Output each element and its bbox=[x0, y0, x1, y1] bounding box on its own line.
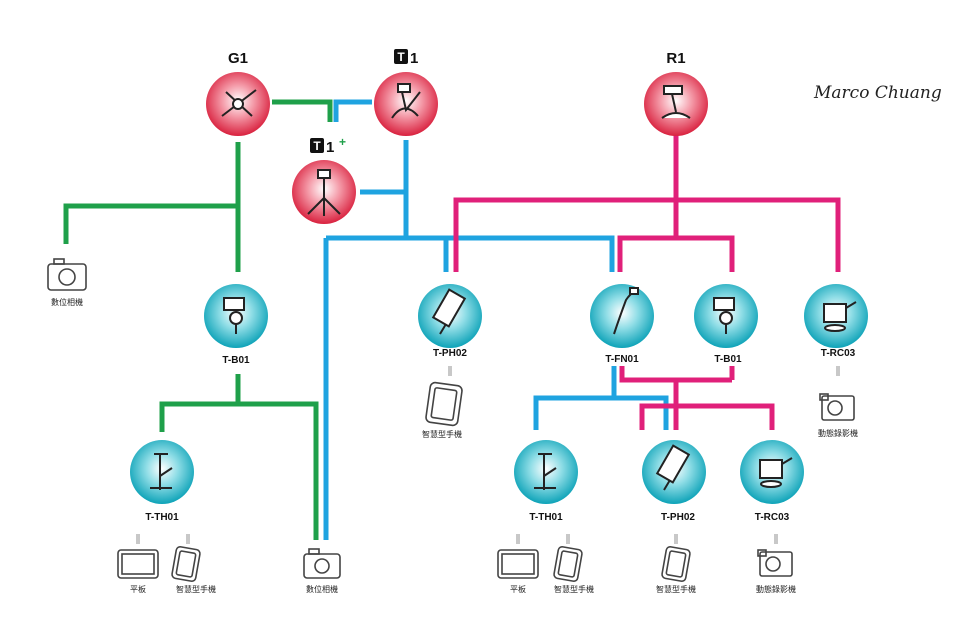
t1-to-g1-link bbox=[333, 99, 372, 122]
suction-mount-icon bbox=[661, 85, 691, 119]
device-tablet-left: 平板 bbox=[117, 549, 159, 594]
device-phone-bottom: 智慧型手機 bbox=[656, 545, 696, 594]
svg-text:平板: 平板 bbox=[130, 584, 146, 594]
camcorder-mount-icon bbox=[759, 457, 793, 488]
t1plus-badge bbox=[310, 138, 324, 153]
smartphone-icon bbox=[661, 545, 691, 583]
mount-tth01-right[interactable]: T-TH01 bbox=[514, 440, 578, 523]
tb01-to-camera-bottom bbox=[238, 401, 319, 540]
mount-tb01-left[interactable]: T-B01 bbox=[204, 284, 268, 366]
device-phone-mid: 智慧型手機 bbox=[422, 381, 463, 439]
phone-holder-icon bbox=[655, 444, 691, 491]
mount-tth01-left[interactable]: T-TH01 bbox=[130, 440, 194, 523]
camcorder-icon bbox=[819, 393, 855, 421]
node-r1[interactable]: R1 bbox=[644, 50, 708, 136]
tfn01-to-tph02-bottom bbox=[614, 395, 669, 430]
r1-label: R1 bbox=[666, 50, 685, 67]
svg-text:T-FN01: T-FN01 bbox=[605, 354, 639, 365]
device-camcorder-right: 動態錄影機 bbox=[818, 393, 858, 438]
camcorder-icon bbox=[757, 549, 793, 577]
svg-text:T: T bbox=[397, 50, 405, 64]
svg-text:T-B01: T-B01 bbox=[714, 354, 742, 365]
svg-text:T: T bbox=[313, 139, 321, 153]
green-lines bbox=[63, 99, 333, 540]
svg-text:智慧型手機: 智慧型手機 bbox=[176, 584, 216, 594]
g1-label: G1 bbox=[228, 50, 248, 67]
t1plus-label: 1 bbox=[326, 139, 334, 156]
tablet-holder-icon bbox=[534, 453, 557, 490]
camera-icon bbox=[303, 548, 341, 579]
smartphone-icon bbox=[171, 545, 201, 583]
r1-circle bbox=[644, 72, 708, 136]
svg-text:智慧型手機: 智慧型手機 bbox=[554, 584, 594, 594]
t1-label: 1 bbox=[410, 50, 418, 67]
r1-wide-branch bbox=[453, 197, 841, 272]
device-camera-top: 數位相機 bbox=[47, 258, 87, 307]
svg-text:數位相機: 數位相機 bbox=[51, 297, 83, 307]
mount-tfn01[interactable]: T-FN01 bbox=[590, 284, 654, 365]
smartphone-icon bbox=[425, 381, 463, 427]
node-t1plus[interactable]: T 1 + bbox=[292, 135, 356, 224]
svg-text:智慧型手機: 智慧型手機 bbox=[656, 584, 696, 594]
flexible-tripod-icon bbox=[391, 83, 421, 119]
svg-text:T-PH02: T-PH02 bbox=[661, 512, 695, 523]
g1-to-t1-link bbox=[272, 99, 333, 122]
device-camcorder-bottom: 動態錄影機 bbox=[756, 549, 796, 594]
svg-text:數位相機: 數位相機 bbox=[306, 584, 338, 594]
mount-trc03-bottom[interactable]: T-RC03 bbox=[740, 440, 804, 523]
device-ticks bbox=[136, 366, 840, 544]
device-phone-right: 智慧型手機 bbox=[553, 545, 594, 594]
svg-text:T-B01: T-B01 bbox=[222, 355, 250, 366]
svg-text:平板: 平板 bbox=[510, 584, 526, 594]
device-camera-bottom: 數位相機 bbox=[303, 548, 341, 594]
connector-lines bbox=[63, 99, 841, 544]
signature: Marco Chuang bbox=[813, 83, 942, 103]
ball-mount-icon bbox=[223, 297, 245, 334]
t1-circle bbox=[374, 72, 438, 136]
device-tablet-right: 平板 bbox=[497, 549, 539, 594]
flex-neck-icon bbox=[613, 287, 639, 335]
r1-mid-branch bbox=[617, 235, 735, 272]
mount-tph02-mid[interactable]: T-PH02 bbox=[418, 284, 482, 359]
svg-text:T-TH01: T-TH01 bbox=[145, 512, 179, 523]
camera-icon bbox=[47, 258, 87, 291]
tripod-stand-icon bbox=[307, 169, 341, 216]
g1-to-camera-branch bbox=[63, 203, 238, 244]
device-phone-left: 智慧型手機 bbox=[171, 545, 216, 594]
magenta-lower bbox=[619, 366, 679, 406]
svg-text:智慧型手機: 智慧型手機 bbox=[422, 429, 462, 439]
mount-trc03-right[interactable]: T-RC03 bbox=[804, 284, 868, 359]
t1-badge bbox=[394, 49, 408, 64]
ball-mount-icon bbox=[713, 297, 735, 334]
mount-tph02-bottom[interactable]: T-PH02 bbox=[642, 440, 706, 523]
node-g1[interactable]: G1 bbox=[206, 50, 270, 136]
tripod-icon bbox=[221, 89, 257, 117]
camcorder-mount-icon bbox=[823, 301, 857, 332]
svg-text:T-TH01: T-TH01 bbox=[529, 512, 563, 523]
magenta-to-tph02 bbox=[639, 403, 775, 430]
tablet-icon bbox=[117, 549, 159, 579]
svg-text:動態錄影機: 動態錄影機 bbox=[756, 584, 796, 594]
t1plus-plus: + bbox=[339, 135, 346, 149]
svg-text:動態錄影機: 動態錄影機 bbox=[818, 428, 858, 438]
blue-horizontal bbox=[326, 235, 615, 272]
phone-holder-icon bbox=[431, 288, 467, 335]
tfn01-blue-stem bbox=[533, 366, 617, 430]
svg-text:T-RC03: T-RC03 bbox=[821, 348, 856, 359]
mount-tb01-right[interactable]: T-B01 bbox=[694, 284, 758, 365]
tablet-icon bbox=[497, 549, 539, 579]
svg-text:T-PH02: T-PH02 bbox=[433, 348, 467, 359]
blue-lines bbox=[323, 99, 669, 540]
magenta-lines bbox=[453, 134, 841, 430]
smartphone-icon bbox=[553, 545, 583, 583]
svg-text:T-RC03: T-RC03 bbox=[755, 512, 790, 523]
node-t1[interactable]: T 1 bbox=[374, 49, 438, 136]
tablet-holder-icon bbox=[150, 453, 173, 490]
tb01-to-tth01 bbox=[159, 401, 238, 432]
